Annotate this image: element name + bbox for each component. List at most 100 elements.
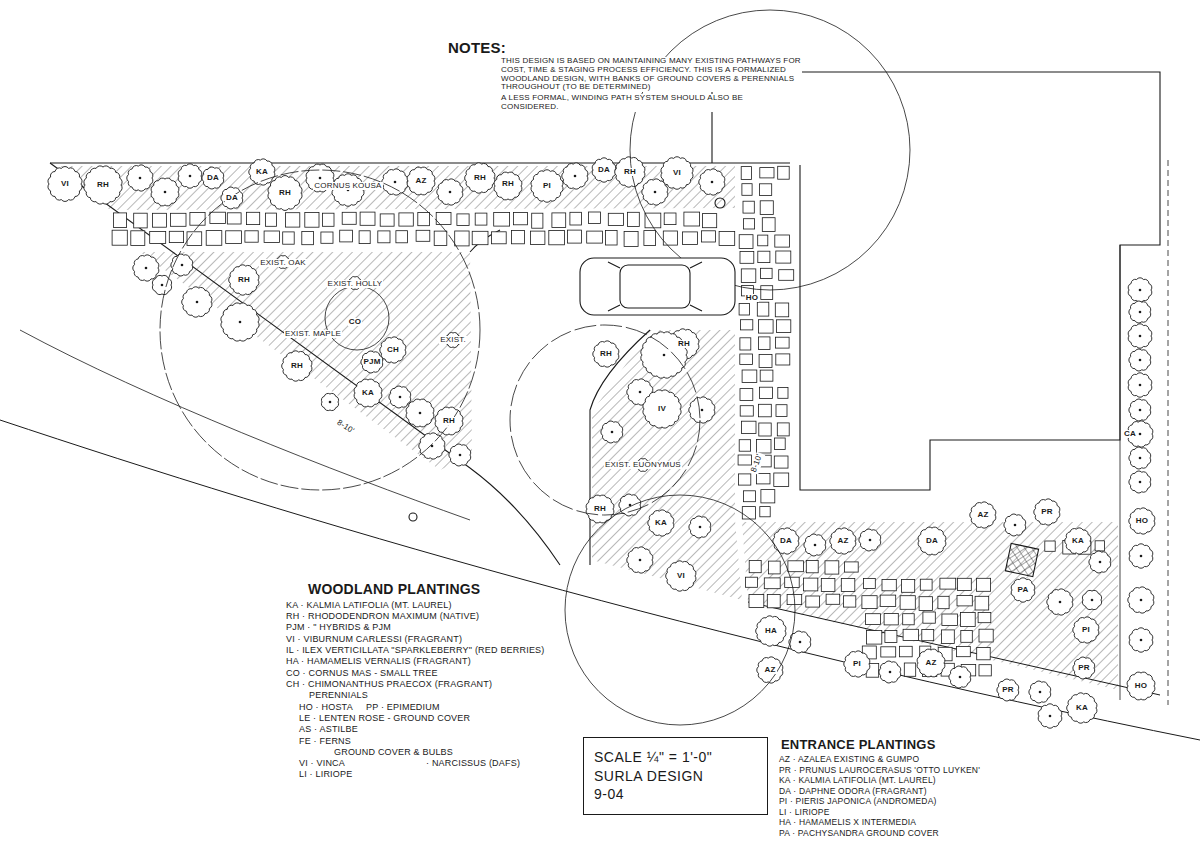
- plant-center: [1139, 433, 1142, 436]
- stepping-stone: [739, 474, 751, 485]
- house-outline: [712, 72, 1160, 490]
- plant-outline: [133, 255, 159, 281]
- plant-code: RH: [599, 350, 613, 359]
- plant-center: [1049, 715, 1052, 718]
- plant-center: [959, 676, 962, 679]
- stepping-stone: [664, 213, 676, 225]
- plant-outline: [844, 651, 870, 677]
- date-label: 9-04: [594, 785, 757, 804]
- plant-symbol: [648, 510, 674, 536]
- plant-symbol: [615, 157, 645, 187]
- plant-symbols: [48, 157, 1155, 729]
- stepping-stone: [957, 596, 972, 606]
- plant-symbol: [282, 351, 312, 381]
- stepping-stone: [760, 370, 773, 381]
- stepping-stone: [340, 230, 353, 242]
- stepping-stone: [701, 231, 715, 242]
- stepping-stone: [624, 232, 638, 247]
- plant-outline: [562, 163, 588, 189]
- plant-center: [449, 191, 452, 194]
- stepping-stone: [112, 230, 127, 245]
- stepping-stone: [919, 597, 932, 611]
- stepping-stone: [757, 302, 769, 316]
- plant-center: [699, 526, 702, 529]
- stepping-stone: [418, 213, 430, 226]
- plant-outline: [406, 399, 434, 427]
- plant-center: [196, 301, 199, 304]
- legend-line: PP · EPIMEDIUM: [365, 703, 441, 713]
- plant-outline: [380, 337, 406, 363]
- section-heading: WOODLAND PLANTINGS: [307, 582, 481, 597]
- plant-outline: [773, 528, 799, 554]
- plant-symbol: [830, 528, 856, 554]
- plant-outline: [221, 303, 259, 341]
- plant-symbol: [1034, 499, 1060, 525]
- plant-outline: [361, 351, 383, 373]
- trellis-symbol: [1005, 543, 1038, 576]
- stepping-stone: [742, 421, 757, 433]
- stepping-stone: [378, 231, 390, 243]
- site-lines: [0, 72, 1200, 740]
- tree-canopy: [510, 325, 700, 515]
- stepping-stone: [739, 440, 750, 452]
- plant-code: CA: [1123, 430, 1137, 439]
- plant-outline: [1129, 301, 1151, 323]
- plant-symbol: [268, 176, 302, 211]
- plant-outline: [151, 178, 179, 206]
- stepping-stone: [941, 630, 954, 644]
- plant-outline: [970, 502, 996, 528]
- plant-code: PA: [1017, 586, 1030, 595]
- plant-outline: [1128, 373, 1152, 397]
- plant-symbol: [1065, 528, 1091, 554]
- plant-outline: [48, 167, 82, 202]
- legend-line: AZ · AZALEA EXISTING & GUMPO: [778, 755, 920, 764]
- plant-symbol: [449, 444, 471, 466]
- stepping-stone: [226, 231, 242, 244]
- legend-line: PA · PACHYSANDRA GROUND COVER: [778, 829, 940, 838]
- plant-symbol: [1089, 551, 1111, 573]
- legend-line: KA · KALMIA LATIFOLIA (MT. LAUREL): [778, 776, 937, 785]
- stepping-stone: [359, 231, 370, 244]
- plant-outline: [1128, 278, 1152, 302]
- stepping-stone: [742, 184, 752, 196]
- plant-outline: [917, 649, 945, 677]
- stepping-stone: [977, 648, 991, 660]
- plant-code: AZ: [977, 511, 990, 520]
- plant-code: PJM: [363, 358, 382, 367]
- stepping-stone: [399, 213, 413, 226]
- stepping-stone: [759, 423, 771, 436]
- plant-code: RH: [237, 276, 251, 285]
- plant-code: PR: [1077, 664, 1091, 673]
- stepping-stone: [170, 213, 186, 226]
- plant-code: AZ: [925, 659, 938, 668]
- plant-code: RH: [623, 168, 637, 177]
- stepping-stone: [740, 354, 753, 365]
- stepping-stone: [920, 579, 932, 590]
- plant-outline: [615, 157, 645, 187]
- stepping-stone: [903, 629, 919, 640]
- plant-outline: [1011, 578, 1035, 602]
- plant-code: CH: [386, 346, 400, 355]
- stepping-stone: [976, 578, 990, 591]
- stepping-stone: [380, 214, 394, 226]
- stepping-stone: [740, 406, 753, 416]
- plant-center: [1140, 639, 1143, 642]
- stepping-stone: [757, 440, 772, 454]
- stepping-stone: [775, 337, 789, 348]
- stepping-stone: [608, 213, 623, 225]
- plant-symbol: [757, 657, 783, 683]
- plant-code: DA: [925, 537, 939, 546]
- stepping-stone: [587, 231, 603, 243]
- plant-outline: [178, 164, 202, 188]
- plant-symbol: [1129, 628, 1153, 652]
- legend-line: RH · RHODODENDRON MAXIMUM (NATIVE): [285, 612, 480, 622]
- plant-code: RH: [473, 174, 487, 183]
- stepping-stone: [570, 212, 582, 225]
- plant-symbol: [661, 157, 693, 190]
- plant-symbol: [1011, 578, 1035, 602]
- plant-symbol: [465, 163, 495, 193]
- stepping-stone: [761, 490, 775, 503]
- note-text: A LESS FORMAL, WINDING PATH SYSTEM SHOUL…: [500, 94, 802, 112]
- stepping-stone: [961, 631, 973, 643]
